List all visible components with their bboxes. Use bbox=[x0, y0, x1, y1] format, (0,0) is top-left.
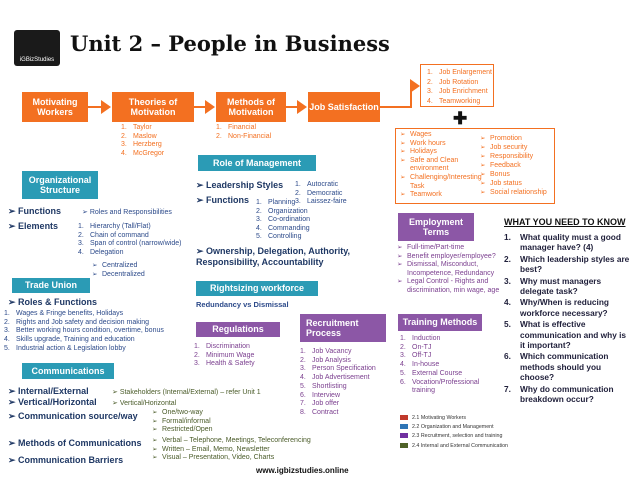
logo: iGBizStudies bbox=[14, 30, 60, 66]
legend-swatch bbox=[400, 415, 408, 420]
legend-swatch bbox=[400, 433, 408, 439]
vertical-horizontal-detail: ➢ Vertical/Horizontal bbox=[112, 400, 177, 407]
employment-terms-box[interactable]: Employment Terms bbox=[398, 213, 474, 241]
satisfaction-border bbox=[395, 128, 555, 204]
rightsizing-detail: Redundancy vs Dismissal bbox=[196, 300, 289, 309]
legend-swatch bbox=[400, 442, 408, 448]
communication-source-list: One/two-way Formal/informal Restricted/O… bbox=[152, 409, 213, 435]
communication-methods-list: Verbal – Telephone, Meetings, Teleconfer… bbox=[152, 437, 311, 463]
mgmt-functions-label: Functions bbox=[196, 195, 249, 206]
communication-barriers-label: Communication Barriers bbox=[8, 455, 123, 466]
legend-item: 2.1 Motivating Workers bbox=[400, 415, 512, 421]
connector-3 bbox=[286, 106, 298, 108]
methods-list: 1.Financial 2.Non-Financial bbox=[216, 124, 272, 140]
legend-item: 2.2 Organization and Management bbox=[400, 424, 512, 430]
logo-text: iGBizStudies bbox=[19, 57, 55, 63]
role-of-management-box[interactable]: Role of Management bbox=[198, 155, 316, 171]
recruitment-process-box[interactable]: Recruitment Process bbox=[300, 314, 386, 342]
need-to-know-title: WHAT YOU NEED TO KNOW bbox=[504, 217, 626, 227]
vertical-horizontal-label: Vertical/Horizontal bbox=[8, 397, 97, 408]
legend: 2.1 Motivating Workers 2.2 Organization … bbox=[400, 415, 512, 449]
website-footer[interactable]: www.igbizstudies.online bbox=[256, 466, 349, 475]
connector-2 bbox=[194, 106, 206, 108]
communication-source-label: Communication source/way bbox=[8, 411, 138, 422]
connector-1 bbox=[88, 106, 102, 108]
trade-union-roles-label: Roles & Functions bbox=[8, 297, 97, 308]
connector-5 bbox=[410, 85, 412, 108]
legend-item: 2.3 Recruitment, selection and training bbox=[400, 433, 512, 439]
theories-list: 1.Taylor 2.Maslow 3.Herzberg 4.McGregor bbox=[121, 124, 165, 157]
theories-of-motivation-box[interactable]: Theories of Motivation bbox=[112, 92, 194, 122]
need-to-know-list: 1.What quality must a good manager have?… bbox=[504, 232, 630, 405]
page-title: Unit 2 – People in Business bbox=[70, 31, 390, 56]
regulations-list: 1.Discrimination 2.Minimum Wage 3.Health… bbox=[194, 343, 255, 368]
trade-union-box[interactable]: Trade Union bbox=[12, 278, 90, 293]
recruitment-list: 1.Job Vacancy 2.Job Analysis 3.Person Sp… bbox=[300, 348, 376, 416]
arrow-2 bbox=[205, 100, 215, 114]
trade-union-list: 1.Wages & Fringe benefits, Holidays 2.Ri… bbox=[4, 310, 164, 352]
training-methods-box[interactable]: Training Methods bbox=[398, 314, 482, 331]
legend-swatch bbox=[400, 424, 408, 430]
legend-item: 2.4 Internal and External Communication bbox=[400, 442, 512, 449]
regulations-box[interactable]: Regulations bbox=[196, 322, 280, 337]
leadership-styles-label: Leadership Styles bbox=[196, 180, 283, 191]
org-elements-label: Elements bbox=[8, 221, 58, 232]
organizational-structure-box[interactable]: Organizational Structure bbox=[22, 171, 98, 199]
org-functions-label: Functions bbox=[8, 206, 61, 217]
stakeholders-detail: ➢ Stakeholders (Internal/External) – ref… bbox=[112, 389, 261, 396]
mgmt-functions-list: 1.Planning 2.Organization 3.Co-ordinatio… bbox=[256, 199, 311, 241]
rightsizing-box[interactable]: Rightsizing workforce bbox=[196, 281, 318, 296]
methods-of-motivation-box[interactable]: Methods of Motivation bbox=[216, 92, 286, 122]
connector-4 bbox=[380, 106, 410, 108]
job-list-border bbox=[420, 64, 494, 107]
motivating-workers-box[interactable]: Motivating Workers bbox=[22, 92, 88, 122]
communication-methods-label: Methods of Communications bbox=[8, 438, 142, 449]
satisfaction-list-left: Wages Work hours Holidays Safe and Clean… bbox=[400, 131, 482, 200]
satisfaction-list-right: Promotion Job security Responsibility Fe… bbox=[480, 134, 560, 197]
employment-terms-list: Full-time/Part-time Benefit employer/emp… bbox=[397, 244, 509, 296]
org-functions-detail: ➢ Roles and Responsibilities bbox=[82, 209, 172, 216]
delegation-sub-list: Centralized Decentralized bbox=[92, 262, 145, 279]
arrow-4 bbox=[410, 79, 420, 93]
communications-box[interactable]: Communications bbox=[22, 363, 114, 379]
arrow-1 bbox=[101, 100, 111, 114]
training-list: 1.Induction 2.On-TJ 3.Off-TJ 4.In-house … bbox=[400, 335, 480, 395]
leadership-styles-list: 1.Autocratic 2.Democratic 3.Laissez-fair… bbox=[295, 181, 347, 206]
ownership-text: ➢ Ownership, Delegation, Authority, Resp… bbox=[196, 246, 351, 267]
org-elements-list: 1.Hierarchy (Tall/Flat) 2.Chain of comma… bbox=[78, 223, 182, 256]
arrow-3 bbox=[297, 100, 307, 114]
job-list: 1.Job Enlargement 2.Job Rotation 3.Job E… bbox=[427, 69, 492, 105]
job-satisfaction-box[interactable]: Job Satisfaction bbox=[308, 92, 380, 122]
internal-external-label: Internal/External bbox=[8, 386, 89, 397]
plus-icon: ✚ bbox=[453, 109, 468, 128]
